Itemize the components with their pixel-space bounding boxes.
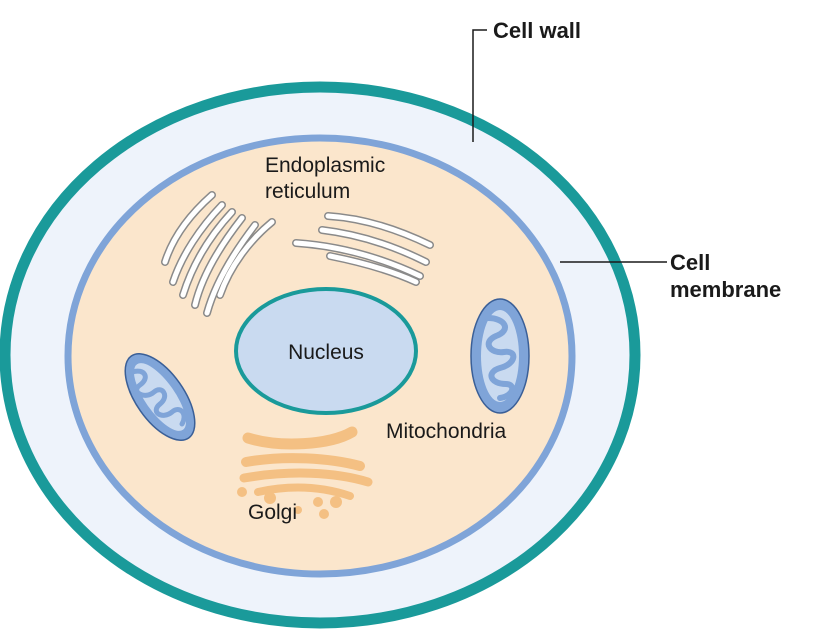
cell-membrane-label-line1: Cell [670,250,710,275]
mitochondrion-left [124,353,196,441]
nucleus [234,287,418,415]
endoplasmic-reticulum-right [292,212,434,286]
cell-membrane-label-line2: membrane [670,277,781,302]
cell-wall-label: Cell wall [493,18,581,43]
endoplasmic-reticulum-left [161,191,276,317]
mitochondria-label: Mitochondria [386,420,507,443]
er-label-line1: Endoplasmic [265,154,385,177]
golgi-label: Golgi [248,501,297,524]
golgi-apparatus [237,426,373,519]
nucleus-label: Nucleus [288,341,364,364]
er-label-line2: reticulum [265,180,350,203]
mitochondrion-right [470,298,530,414]
cell-wall-leader-line [472,29,487,142]
